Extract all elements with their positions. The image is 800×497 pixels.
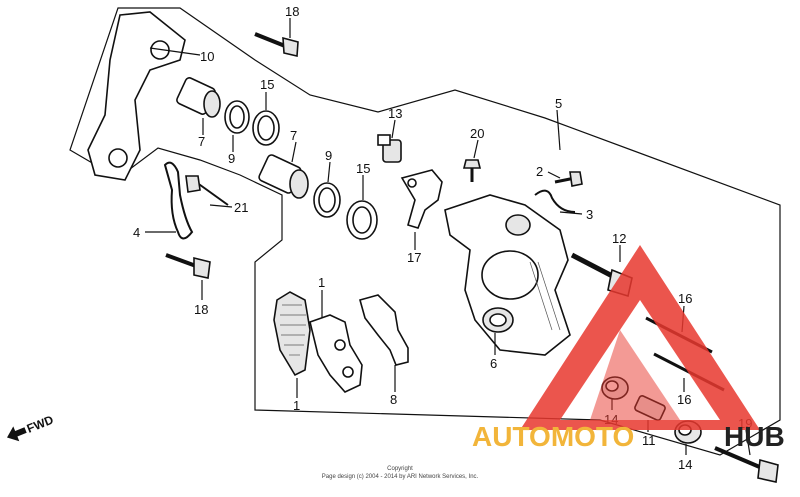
callout-4: 4 [133,225,140,240]
bolt-18-top [254,32,299,57]
watermark-inner-triangle-icon [590,330,680,420]
pad-pin-2 [554,171,583,187]
callout-1-lower: 1 [293,398,300,413]
caliper-body-6 [444,194,571,356]
callout-3: 3 [586,207,593,222]
copyright-line1: Copyright [387,466,413,472]
callout-17: 17 [407,250,421,265]
fwd-arrow: FWD [7,412,56,442]
bolt-18-left [165,253,211,279]
pad-spring-4 [163,161,194,240]
callout-16-upper: 16 [678,291,692,306]
callout-9-lower: 9 [325,148,332,163]
callout-20: 20 [470,126,484,141]
callout-15-lower: 15 [356,161,370,176]
pad-spring-8 [359,294,409,366]
callout-2: 2 [536,164,543,179]
watermark-text-hub: HUB [724,421,785,452]
callout-18-top: 18 [285,4,299,19]
callout-13: 13 [388,106,402,121]
piston-7-lower [258,154,309,199]
bolt-21 [185,175,229,206]
callout-16-lower: 16 [677,392,691,407]
callout-8: 8 [390,392,397,407]
watermark-triangle-icon [520,245,760,430]
callout-11: 11 [642,433,656,448]
callout-5: 5 [555,96,562,111]
bolt-19 [714,446,779,483]
screw-20 [462,159,482,182]
leader-10 [149,47,201,56]
caliper-bracket [87,11,186,181]
callout-12: 12 [612,231,626,246]
callout-1-upper: 1 [318,275,325,290]
callout-10: 10 [200,49,214,64]
bracket-plate-17 [400,169,443,229]
watermark-text-automoto: AUTOMOTO [472,421,634,452]
copyright-line2: Page design (c) 2004 - 2014 by ARI Netwo… [322,474,479,480]
fwd-label: FWD [25,412,56,435]
callout-14-lower: 14 [678,457,692,472]
brake-pad-1-outer [273,291,311,377]
pin-clip-3 [534,189,576,213]
assembly-boundary [69,7,781,456]
callout-7-lower: 7 [290,128,297,143]
brake-pad-1-inner [309,314,363,393]
callout-7-upper: 7 [198,134,205,149]
bleeder-valve-13 [377,134,402,163]
callout-6: 6 [490,356,497,371]
callout-21: 21 [234,200,248,215]
piston-7-upper [176,77,221,118]
bracket-hole-lower [108,148,128,168]
callout-15-upper: 15 [260,77,274,92]
callout-18-left: 18 [194,302,208,317]
watermark-logo [520,245,760,430]
callout-9-upper: 9 [228,151,235,166]
